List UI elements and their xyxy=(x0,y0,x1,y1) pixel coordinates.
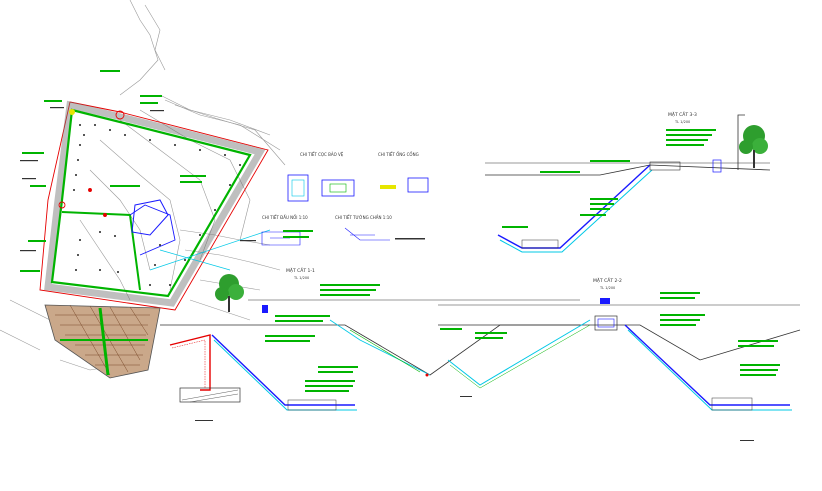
detail-c-title: CHI TIẾT ĐẤU NỐI 1:10 xyxy=(262,214,308,220)
lot-markers xyxy=(73,124,241,286)
section-1-dims xyxy=(262,305,429,377)
section-1-notes xyxy=(265,284,380,392)
blue-structure xyxy=(131,199,169,236)
plan-label-marks xyxy=(20,70,206,272)
section-2-left-slope xyxy=(447,319,591,386)
cyan-line xyxy=(149,229,271,271)
inner-road-2 xyxy=(129,204,176,256)
detail-d-title: CHI TIẾT TƯỜNG CHẮN 1:10 xyxy=(335,214,392,220)
section-2-ground xyxy=(438,324,801,361)
section-1-title: MẶT CẮT 1-1 xyxy=(286,266,315,274)
section-3-scale: TL 1/200 xyxy=(674,120,690,124)
detail-d-drawing xyxy=(344,227,390,241)
section-1-scale: TL 1/200 xyxy=(293,276,309,280)
tree-icon-2 xyxy=(739,125,768,168)
detail-a-title: CHI TIẾT CỌC BẢO VỆ xyxy=(300,151,344,157)
lamp-post-icon xyxy=(737,114,745,170)
detail-b-title: CHI TIẾT ỐNG CỐNG xyxy=(378,151,419,157)
detail-box-3 xyxy=(407,177,429,193)
section-2-title: MẶT CẮT 2-2 xyxy=(593,276,622,284)
section-1-1: MẶT CẮT 1-1 TL 1/200 xyxy=(160,266,580,411)
yellow-marker xyxy=(69,109,75,115)
plan-text-marks xyxy=(20,107,256,252)
section-1-slope xyxy=(211,334,355,406)
red-markers xyxy=(58,110,125,217)
dimension-ticks xyxy=(195,396,754,441)
tree-icon xyxy=(215,274,244,312)
section-3-notes xyxy=(502,129,716,228)
section-3-ground xyxy=(485,164,771,176)
green-plot-outline xyxy=(50,108,252,298)
park-path xyxy=(98,307,110,376)
road-outer xyxy=(44,100,266,307)
section-2-right-slope xyxy=(624,324,790,406)
retaining-wall xyxy=(169,334,211,391)
section-2-notes xyxy=(440,292,780,376)
section-3-title: MẶT CẮT 3-3 xyxy=(668,110,697,118)
section-2-scale: TL 1/200 xyxy=(599,286,615,290)
section-3-3: MẶT CẮT 3-3 TL 1/200 xyxy=(485,110,771,253)
small-details: CHI TIẾT CỌC BẢO VỆ CHI TIẾT ỐNG CỐNG CH… xyxy=(261,151,429,246)
detail-box-1 xyxy=(287,174,309,202)
wall-base xyxy=(179,387,241,403)
detail-box-2 xyxy=(321,179,355,197)
section-2-2: MẶT CẮT 2-2 TL 1/200 xyxy=(438,276,801,411)
property-boundary xyxy=(39,101,269,311)
section-2-box xyxy=(594,315,618,331)
